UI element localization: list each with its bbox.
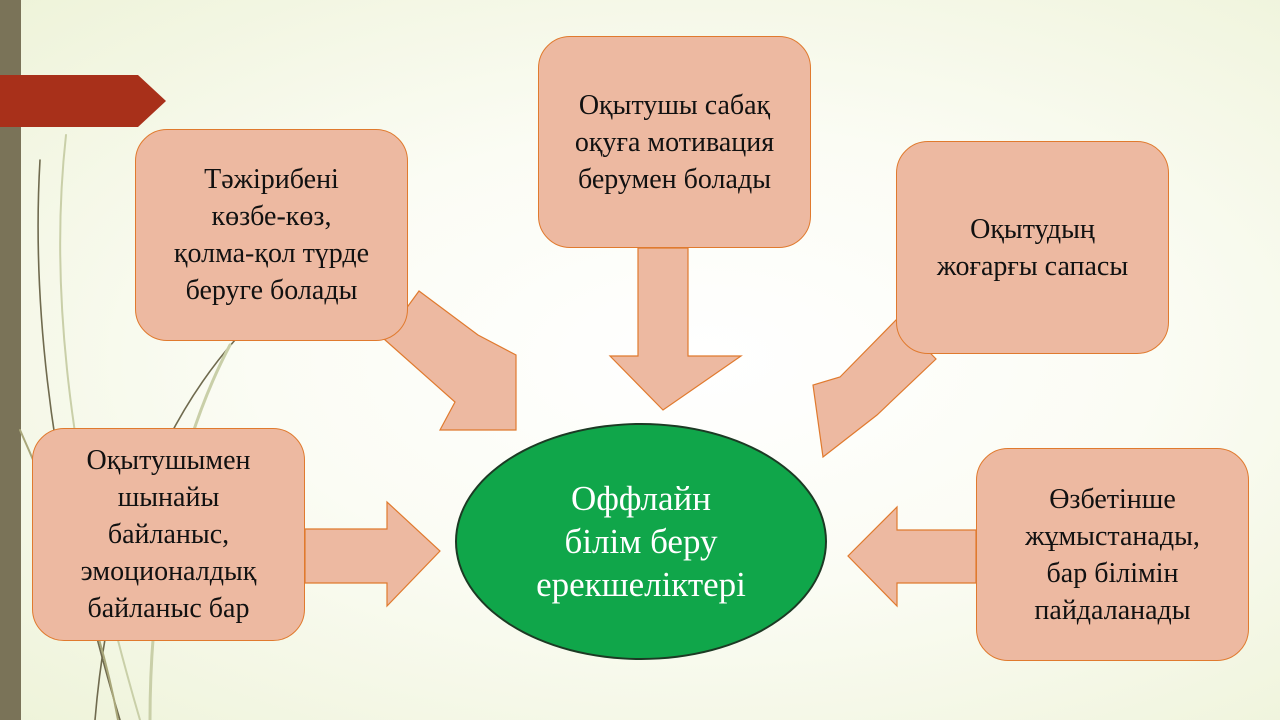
left-sidebar-strip	[0, 0, 21, 720]
feature-box-communication: Оқытушымен шынайы байланыс, эмоционалдық…	[32, 428, 305, 641]
red-banner-arrow	[0, 75, 166, 127]
arrow-from-top-center	[608, 247, 743, 411]
arrow-from-top-right	[812, 318, 937, 459]
feature-box-quality: Оқытудың жоғарғы сапасы	[896, 141, 1169, 354]
feature-box-motivation: Оқытушы сабақ оқуға мотивация берумен бо…	[538, 36, 811, 248]
arrow-from-bottom-right	[847, 505, 977, 608]
feature-box-independent-work: Өзбетінше жұмыстанады, бар білімін пайда…	[976, 448, 1249, 661]
arrow-from-top-left	[383, 290, 517, 431]
arrows	[304, 247, 977, 608]
feature-box-practice: Тәжірибені көзбе-көз, қолма-қол түрде бе…	[135, 129, 408, 341]
central-ellipse: Оффлайн білім беру ерекшеліктері	[455, 423, 827, 660]
arrow-from-bottom-left	[304, 500, 441, 608]
